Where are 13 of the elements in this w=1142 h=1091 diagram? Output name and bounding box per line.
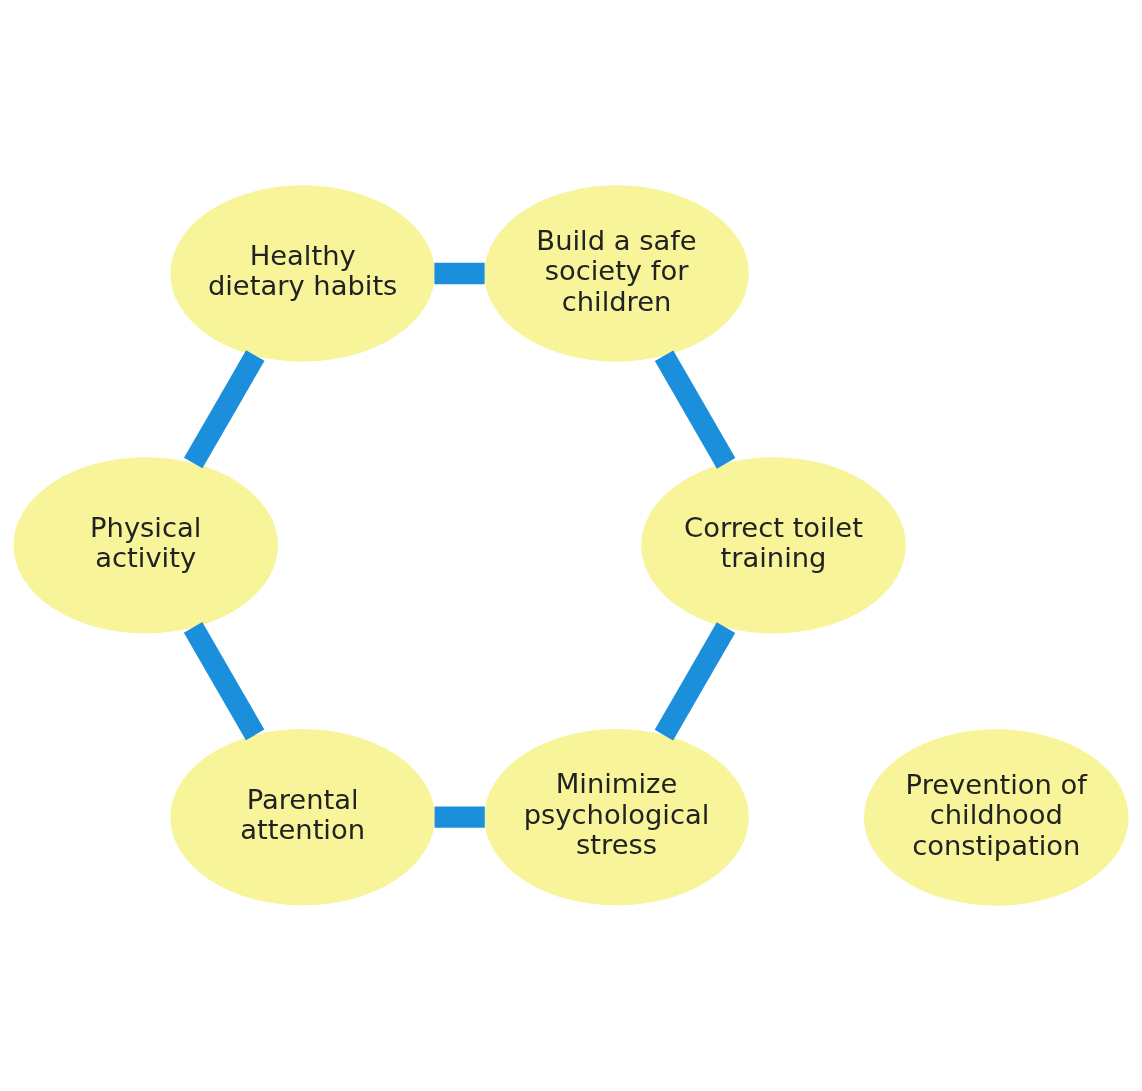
node-ellipse: Correct toilet training <box>641 457 906 634</box>
connector <box>434 262 485 285</box>
node-ellipse: Prevention of childhood constipation <box>864 729 1129 906</box>
connector <box>654 622 736 741</box>
connector <box>654 350 736 469</box>
connector <box>183 622 265 741</box>
node-ellipse: Physical activity <box>13 457 278 634</box>
node-ellipse: Parental attention <box>170 729 435 906</box>
node-ellipse: Minimize psychological stress <box>484 729 749 906</box>
node-ellipse: Healthy dietary habits <box>170 185 435 362</box>
connector <box>434 806 485 828</box>
connector <box>184 350 265 469</box>
node-ellipse: Build a safe society for children <box>484 185 749 362</box>
